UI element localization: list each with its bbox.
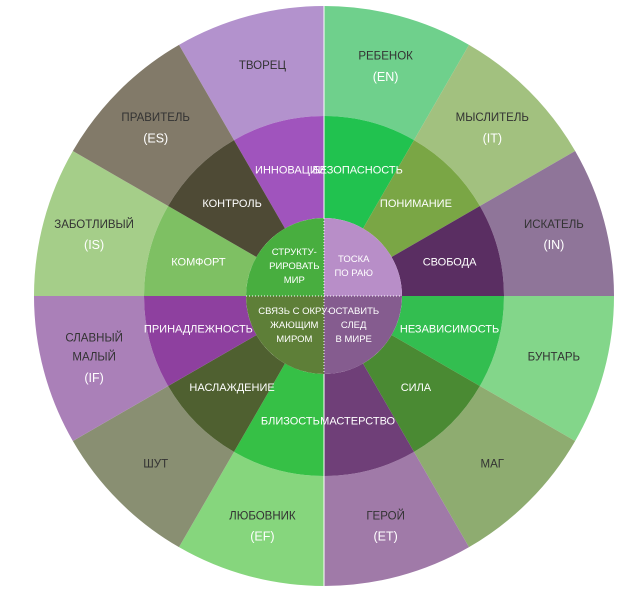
outer-label-7: ГЕРОЙ: [366, 509, 405, 522]
middle-segment-8: [234, 363, 324, 476]
core-label-line: СЛЕД: [341, 320, 367, 331]
outer-segment-4: [479, 151, 614, 296]
outer-label-10: СЛАВНЫЙ: [65, 332, 123, 345]
outer-label-5: БУНТАРЬ: [528, 352, 580, 364]
outer-label-10: МАЛЫЙ: [72, 351, 116, 364]
outer-segment-11: [34, 151, 169, 296]
outer-label-2: РЕБЕНОК: [358, 51, 413, 63]
core-label-line: В МИРЕ: [336, 334, 372, 345]
outer-label-12: ПРАВИТЕЛЬ: [121, 112, 190, 124]
outer-segment-8: [179, 451, 324, 586]
core-quadrant-4: [246, 296, 324, 374]
middle-label-3: ПОНИМАНИЕ: [380, 198, 452, 210]
middle-segment-6: [363, 335, 480, 452]
outer-ring: [34, 6, 614, 586]
outer-label-3: МЫСЛИТЕЛЬ: [456, 112, 529, 124]
outer-code-7: (ET): [373, 530, 397, 544]
middle-segment-2: [324, 116, 414, 229]
outer-code-10: (IF): [84, 371, 103, 385]
middle-segment-11: [144, 206, 257, 296]
outer-label-8: ЛЮБОВНИК: [229, 510, 296, 522]
core-label-2: ТОСКА ПО РАЮ: [334, 254, 373, 279]
core-label-3: ОСТАВИТЬ СЛЕД В МИРЕ: [328, 306, 379, 345]
outer-segment-7: [324, 451, 469, 586]
middle-segment-4: [391, 206, 504, 296]
outer-segment-1: [179, 6, 324, 141]
outer-segment-9: [72, 386, 234, 548]
core-label-line: ТОСКА: [338, 254, 370, 265]
middle-segment-3: [363, 140, 480, 257]
middle-segment-9: [168, 335, 285, 452]
middle-label-11: КОМФОРТ: [171, 256, 226, 268]
core-quadrant-3: [324, 296, 402, 374]
core-label-line: ОСТАВИТЬ: [328, 306, 379, 317]
outer-label-9: ШУТ: [143, 458, 168, 470]
middle-label-10: ПРИНАДЛЕЖНОСТЬ: [144, 324, 253, 336]
middle-label-12: КОНТРОЛЬ: [202, 198, 261, 210]
middle-segment-10: [144, 296, 257, 386]
middle-segment-5: [391, 296, 504, 386]
core-label-line: СВЯЗЬ С ОКРУ-: [258, 306, 330, 317]
outer-code-3: (IT): [483, 132, 502, 146]
outer-segment-2: [324, 6, 469, 141]
outer-segment-5: [479, 296, 614, 441]
core-label-1: СТРУКТУ- РИРОВАТЬ МИР: [269, 247, 319, 286]
middle-label-8: БЛИЗОСТЬ: [261, 415, 320, 427]
middle-segment-12: [168, 140, 285, 257]
middle-label-7: МАСТЕРСТВО: [320, 415, 395, 427]
middle-label-1: ИННОВАЦИИ: [255, 164, 326, 176]
middle-label-6: СИЛА: [401, 382, 432, 394]
middle-label-9: НАСЛАЖДЕНИЕ: [189, 382, 274, 394]
outer-code-11: (IS): [84, 238, 104, 252]
outer-segment-12: [72, 44, 234, 207]
core-label-line: МИР: [284, 275, 305, 286]
middle-ring: [144, 6, 504, 586]
middle-label-5: НЕЗАВИСИМОСТЬ: [400, 324, 499, 336]
middle-label-2: БЕЗОПАСНОСТЬ: [312, 164, 402, 176]
outer-segment-3: [414, 44, 576, 207]
outer-code-12: (ES): [143, 132, 168, 146]
core-quadrant-2: [324, 218, 402, 296]
outer-label-1: ТВОРЕЦ: [239, 60, 287, 72]
core-label-line: ПО РАЮ: [334, 268, 373, 279]
core-quadrant-1: [246, 218, 324, 296]
core-label-line: ЖАЮЩИМ: [270, 320, 318, 331]
middle-segment-7: [324, 363, 414, 476]
outer-code-8: (EF): [250, 530, 274, 544]
outer-label-6: МАГ: [481, 458, 505, 470]
outer-label-11: ЗАБОТЛИВЫЙ: [54, 218, 134, 231]
labels-layer: ТВОРЕЦ РЕБЕНОК (EN) МЫСЛИТЕЛЬ (IT) ИСКАТЕЛЬ (I…: [54, 51, 584, 544]
core-label-4: СВЯЗЬ С ОКРУ- ЖАЮЩИМ МИРОМ: [258, 306, 330, 345]
outer-label-4: ИСКАТЕЛЬ: [524, 219, 584, 231]
core-label-line: СТРУКТУ-: [272, 247, 317, 258]
outer-segment-10: [34, 296, 169, 441]
middle-label-4: СВОБОДА: [423, 256, 477, 268]
core-circle: [246, 218, 402, 374]
outer-segment-6: [414, 386, 576, 548]
core-label-line: МИРОМ: [276, 334, 312, 345]
outer-code-4: (IN): [543, 238, 564, 252]
outer-code-2: (EN): [373, 70, 399, 84]
core-label-line: РИРОВАТЬ: [269, 261, 319, 272]
middle-segment-1: [234, 116, 324, 229]
